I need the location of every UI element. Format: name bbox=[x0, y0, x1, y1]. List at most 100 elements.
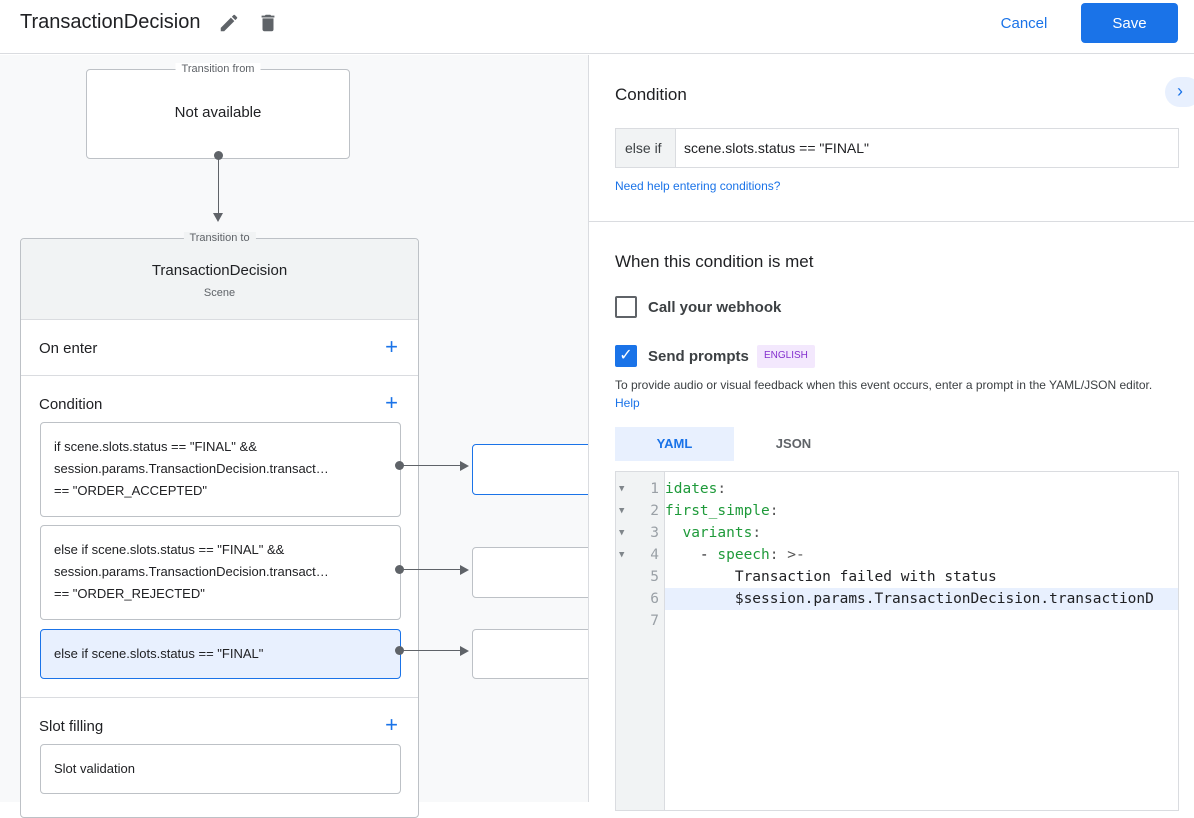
slot-validation-label: Slot validation bbox=[54, 761, 135, 776]
collapse-panel-chevron-icon[interactable]: › bbox=[1165, 77, 1194, 107]
transition-from-value: Not available bbox=[174, 104, 262, 121]
transition-from-legend: Transition from bbox=[175, 63, 261, 75]
scene-title: TransactionDecision bbox=[20, 11, 201, 33]
code-line: 5 Transaction failed with status bbox=[616, 566, 1154, 588]
arrow-right-icon bbox=[460, 646, 469, 656]
condition-input[interactable]: scene.slots.status == "FINAL" bbox=[684, 140, 870, 156]
connector-dot bbox=[395, 565, 404, 574]
prompts-checkbox-checked[interactable]: ✓ bbox=[615, 345, 637, 367]
condition-label: Condition bbox=[39, 396, 103, 413]
scene-header bbox=[21, 239, 418, 320]
cancel-button[interactable]: Cancel bbox=[986, 4, 1062, 42]
code-text: idates: bbox=[665, 481, 727, 497]
line-number: 5 bbox=[650, 569, 659, 585]
code-text: Transaction failed with status bbox=[665, 569, 997, 585]
pencil-icon[interactable] bbox=[218, 12, 240, 34]
condition-prefix: else if bbox=[616, 129, 676, 167]
prompt-description: To provide audio or visual feedback when… bbox=[615, 376, 1171, 412]
editor-lines: ▼ 1 idates: ▼ 2 first_simple: ▼ 3 variants: ▼ 4 -… bbox=[616, 478, 1154, 632]
code-line: ▼ 4 - speech: >- bbox=[616, 544, 1154, 566]
fold-arrow-icon[interactable]: ▼ bbox=[619, 484, 625, 494]
line-number: 4 bbox=[650, 547, 659, 563]
slot-validation-item[interactable]: Slot validation bbox=[40, 744, 401, 794]
fold-arrow-icon[interactable]: ▼ bbox=[619, 550, 625, 560]
save-button[interactable]: Save bbox=[1081, 3, 1178, 43]
add-on-enter-icon[interactable]: + bbox=[385, 334, 398, 359]
condition-item[interactable]: if scene.slots.status == "FINAL" && sess… bbox=[40, 422, 401, 517]
help-link[interactable]: Help bbox=[615, 396, 640, 410]
add-slot-icon[interactable]: + bbox=[385, 712, 398, 737]
webhook-label: Call your webhook bbox=[648, 299, 782, 316]
condition-item[interactable]: else if scene.slots.status == "FINAL" &&… bbox=[40, 525, 401, 620]
language-badge: ENGLISH bbox=[757, 345, 815, 368]
code-text: first_simple: bbox=[665, 503, 779, 519]
fold-arrow-icon[interactable]: ▼ bbox=[619, 506, 625, 516]
slot-filling-label: Slot filling bbox=[39, 718, 104, 735]
on-enter-row[interactable]: On enter + bbox=[21, 321, 418, 376]
transition-target-box[interactable] bbox=[472, 444, 602, 495]
code-line: ▼ 1 idates: bbox=[616, 478, 1154, 500]
scene-type: Scene bbox=[203, 287, 236, 299]
condition-input-row: else if scene.slots.status == "FINAL" bbox=[615, 128, 1179, 168]
editor-gutter bbox=[616, 472, 665, 810]
condition-line: else if scene.slots.status == "FINAL" bbox=[54, 646, 264, 661]
connector-dot bbox=[214, 151, 223, 160]
line-number: 7 bbox=[650, 613, 659, 629]
condition-title: Condition bbox=[615, 85, 687, 104]
code-line: ▼ 3 variants: bbox=[616, 522, 1154, 544]
line-number: 2 bbox=[650, 503, 659, 519]
transition-to-legend: Transition to bbox=[183, 232, 256, 244]
code-line: 6 $session.params.TransactionDecision.tr… bbox=[616, 588, 1154, 610]
divider bbox=[21, 697, 418, 698]
condition-line: else if scene.slots.status == "FINAL" && bbox=[54, 542, 285, 557]
header: TransactionDecision Cancel Save bbox=[0, 0, 1194, 54]
arrow-right-icon bbox=[460, 461, 469, 471]
add-condition-icon[interactable]: + bbox=[385, 390, 398, 415]
tab-yaml[interactable]: YAML bbox=[615, 427, 734, 461]
prompts-label: Send prompts bbox=[648, 348, 749, 365]
condition-item-selected[interactable]: else if scene.slots.status == "FINAL" bbox=[40, 629, 401, 679]
condition-line: == "ORDER_REJECTED" bbox=[54, 586, 205, 601]
condition-line: session.params.TransactionDecision.trans… bbox=[54, 564, 329, 579]
code-text: - speech: >- bbox=[665, 547, 805, 563]
code-text: variants: bbox=[682, 525, 762, 541]
connector-line bbox=[400, 465, 462, 466]
condition-line: if scene.slots.status == "FINAL" && bbox=[54, 439, 257, 454]
divider bbox=[589, 221, 1194, 222]
connector-dot bbox=[395, 646, 404, 655]
highlighted-line bbox=[665, 588, 1178, 610]
fold-arrow-icon[interactable] bbox=[619, 610, 629, 632]
flow-canvas: Transition from Not available Transition… bbox=[0, 55, 602, 818]
transition-target-box[interactable] bbox=[472, 547, 602, 598]
on-enter-label: On enter bbox=[39, 340, 98, 357]
code-text: $session.params.TransactionDecision.tran… bbox=[665, 591, 1154, 607]
condition-line: == "ORDER_ACCEPTED" bbox=[54, 483, 207, 498]
help-conditions-link[interactable]: Need help entering conditions? bbox=[615, 179, 781, 193]
code-line: ▼ 2 first_simple: bbox=[616, 500, 1154, 522]
code-line: 7 bbox=[616, 610, 1154, 632]
transition-to-scene-card: Transition to TransactionDecision Scene … bbox=[20, 232, 419, 818]
line-number: 1 bbox=[650, 481, 659, 497]
transition-from-box: Transition from Not available bbox=[86, 63, 350, 159]
fold-arrow-icon[interactable] bbox=[619, 588, 629, 610]
transition-target-box[interactable] bbox=[472, 629, 602, 679]
fold-arrow-icon[interactable]: ▼ bbox=[619, 528, 625, 538]
scene-name: TransactionDecision bbox=[151, 262, 288, 279]
condition-line: session.params.TransactionDecision.trans… bbox=[54, 461, 329, 476]
line-number: 6 bbox=[650, 591, 659, 607]
fold-arrow-icon[interactable] bbox=[619, 566, 629, 588]
connector-line bbox=[400, 569, 462, 570]
when-met-title: When this condition is met bbox=[615, 252, 814, 271]
connector-line bbox=[218, 156, 219, 216]
yaml-editor[interactable]: ▼ 1 idates: ▼ 2 first_simple: ▼ 3 variants: ▼ 4 -… bbox=[615, 471, 1179, 811]
connector-line bbox=[400, 650, 462, 651]
condition-panel: › Condition else if scene.slots.status =… bbox=[588, 55, 1194, 811]
connector-dot bbox=[395, 461, 404, 470]
line-number: 3 bbox=[650, 525, 659, 541]
tab-json[interactable]: JSON bbox=[775, 436, 812, 451]
arrow-down-icon bbox=[213, 213, 223, 222]
arrow-right-icon bbox=[460, 565, 469, 575]
trash-icon[interactable] bbox=[257, 12, 279, 34]
description-text: To provide audio or visual feedback when… bbox=[615, 378, 1153, 392]
webhook-checkbox[interactable] bbox=[615, 296, 637, 318]
